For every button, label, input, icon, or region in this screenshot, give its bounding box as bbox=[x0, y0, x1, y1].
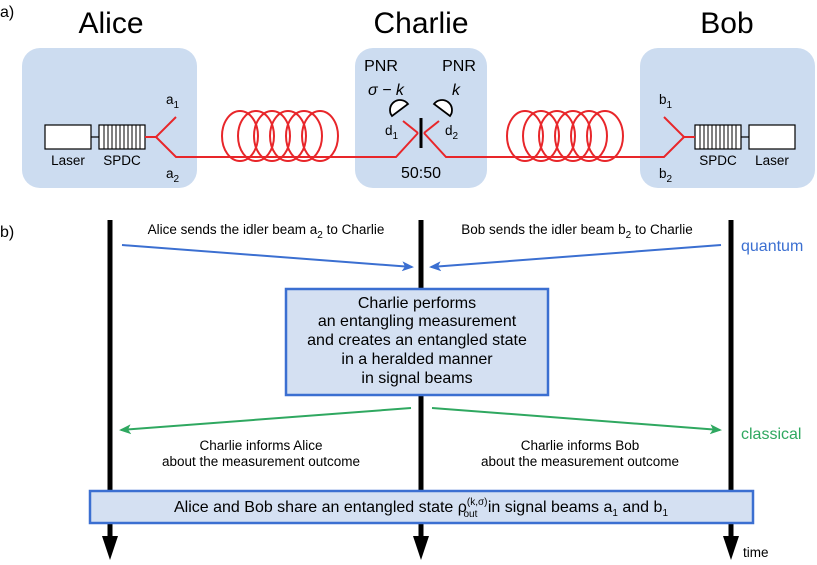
path-to-d2 bbox=[423, 120, 440, 134]
bob-port-b2: b2 bbox=[659, 166, 673, 185]
path-to-d1 bbox=[402, 120, 419, 134]
bob-laser bbox=[748, 124, 796, 150]
alice-timeline bbox=[102, 220, 118, 560]
inform-bob-line-2: about the measurement outcome bbox=[481, 454, 679, 469]
bob-lab-box bbox=[640, 48, 815, 188]
alice-idler-a2 bbox=[155, 132, 419, 158]
charlie-box-line-2: an entangling measurement bbox=[318, 313, 517, 330]
classical-arrow-alice bbox=[119, 407, 412, 435]
charlie-name: Charlie bbox=[373, 7, 468, 40]
detector-d1-icon bbox=[389, 99, 410, 118]
alice-lab-box bbox=[22, 48, 197, 188]
count-right: k bbox=[452, 82, 461, 99]
classical-label: classical bbox=[741, 426, 801, 443]
inform-alice-line-2: about the measurement outcome bbox=[162, 454, 360, 469]
time-axis-label: time bbox=[743, 545, 769, 560]
detector-d2-icon bbox=[432, 99, 453, 118]
quantum-label: quantum bbox=[741, 238, 803, 255]
bob-spdc-crystal bbox=[694, 124, 742, 150]
beam-splitter-label: 50:50 bbox=[401, 165, 441, 182]
bob-idler-b2 bbox=[423, 132, 685, 158]
quantum-arrow-alice bbox=[121, 244, 414, 272]
bob-name: Bob bbox=[700, 7, 753, 40]
bob-sends-text: Bob sends the idler beam b2 to Charlie bbox=[461, 222, 692, 241]
alice-port-a2: a2 bbox=[166, 166, 180, 185]
alice-sends-text: Alice sends the idler beam a2 to Charlie bbox=[148, 222, 385, 241]
classical-arrow-bob bbox=[431, 407, 722, 435]
alice-laser-label: Laser bbox=[51, 153, 85, 168]
pnr-right-label: PNR bbox=[442, 58, 476, 75]
alice-fiber-spool bbox=[221, 110, 339, 162]
charlie-box-line-3: and creates an entangled state bbox=[307, 332, 527, 349]
inform-bob-line-1: Charlie informs Bob bbox=[521, 438, 640, 453]
bob-spdc-label: SPDC bbox=[699, 153, 737, 168]
fiber-paths bbox=[145, 116, 695, 158]
bob-fiber-spool bbox=[506, 110, 624, 162]
panel-a-label: a) bbox=[0, 4, 14, 21]
pnr-left-label: PNR bbox=[364, 58, 398, 75]
alice-laser bbox=[44, 124, 92, 150]
alice-name: Alice bbox=[78, 7, 143, 40]
alice-spdc-label: SPDC bbox=[103, 153, 141, 168]
charlie-box-line-4: in a heralded manner bbox=[341, 351, 493, 368]
alice-spdc-crystal bbox=[98, 124, 146, 150]
bob-laser-label: Laser bbox=[755, 153, 789, 168]
detector-d1-label: d1 bbox=[385, 123, 399, 142]
inform-alice-line-1: Charlie informs Alice bbox=[199, 438, 322, 453]
count-left: σ − k bbox=[368, 82, 405, 99]
charlie-measurement-box bbox=[284, 287, 550, 397]
bob-port-b1: b1 bbox=[659, 92, 673, 111]
bob-timeline bbox=[723, 220, 739, 560]
panel-b-label: b) bbox=[0, 224, 14, 241]
detector-d2-label: d2 bbox=[445, 123, 459, 142]
charlie-box-line-5: in signal beams bbox=[361, 370, 472, 387]
alice-port-a1: a1 bbox=[166, 92, 180, 111]
charlie-box-line-1: Charlie performs bbox=[358, 295, 476, 312]
shared-state-box bbox=[88, 489, 755, 525]
shared-state-text: Alice and Bob share an entangled state ρ… bbox=[174, 497, 668, 520]
quantum-arrow-bob bbox=[429, 244, 722, 272]
